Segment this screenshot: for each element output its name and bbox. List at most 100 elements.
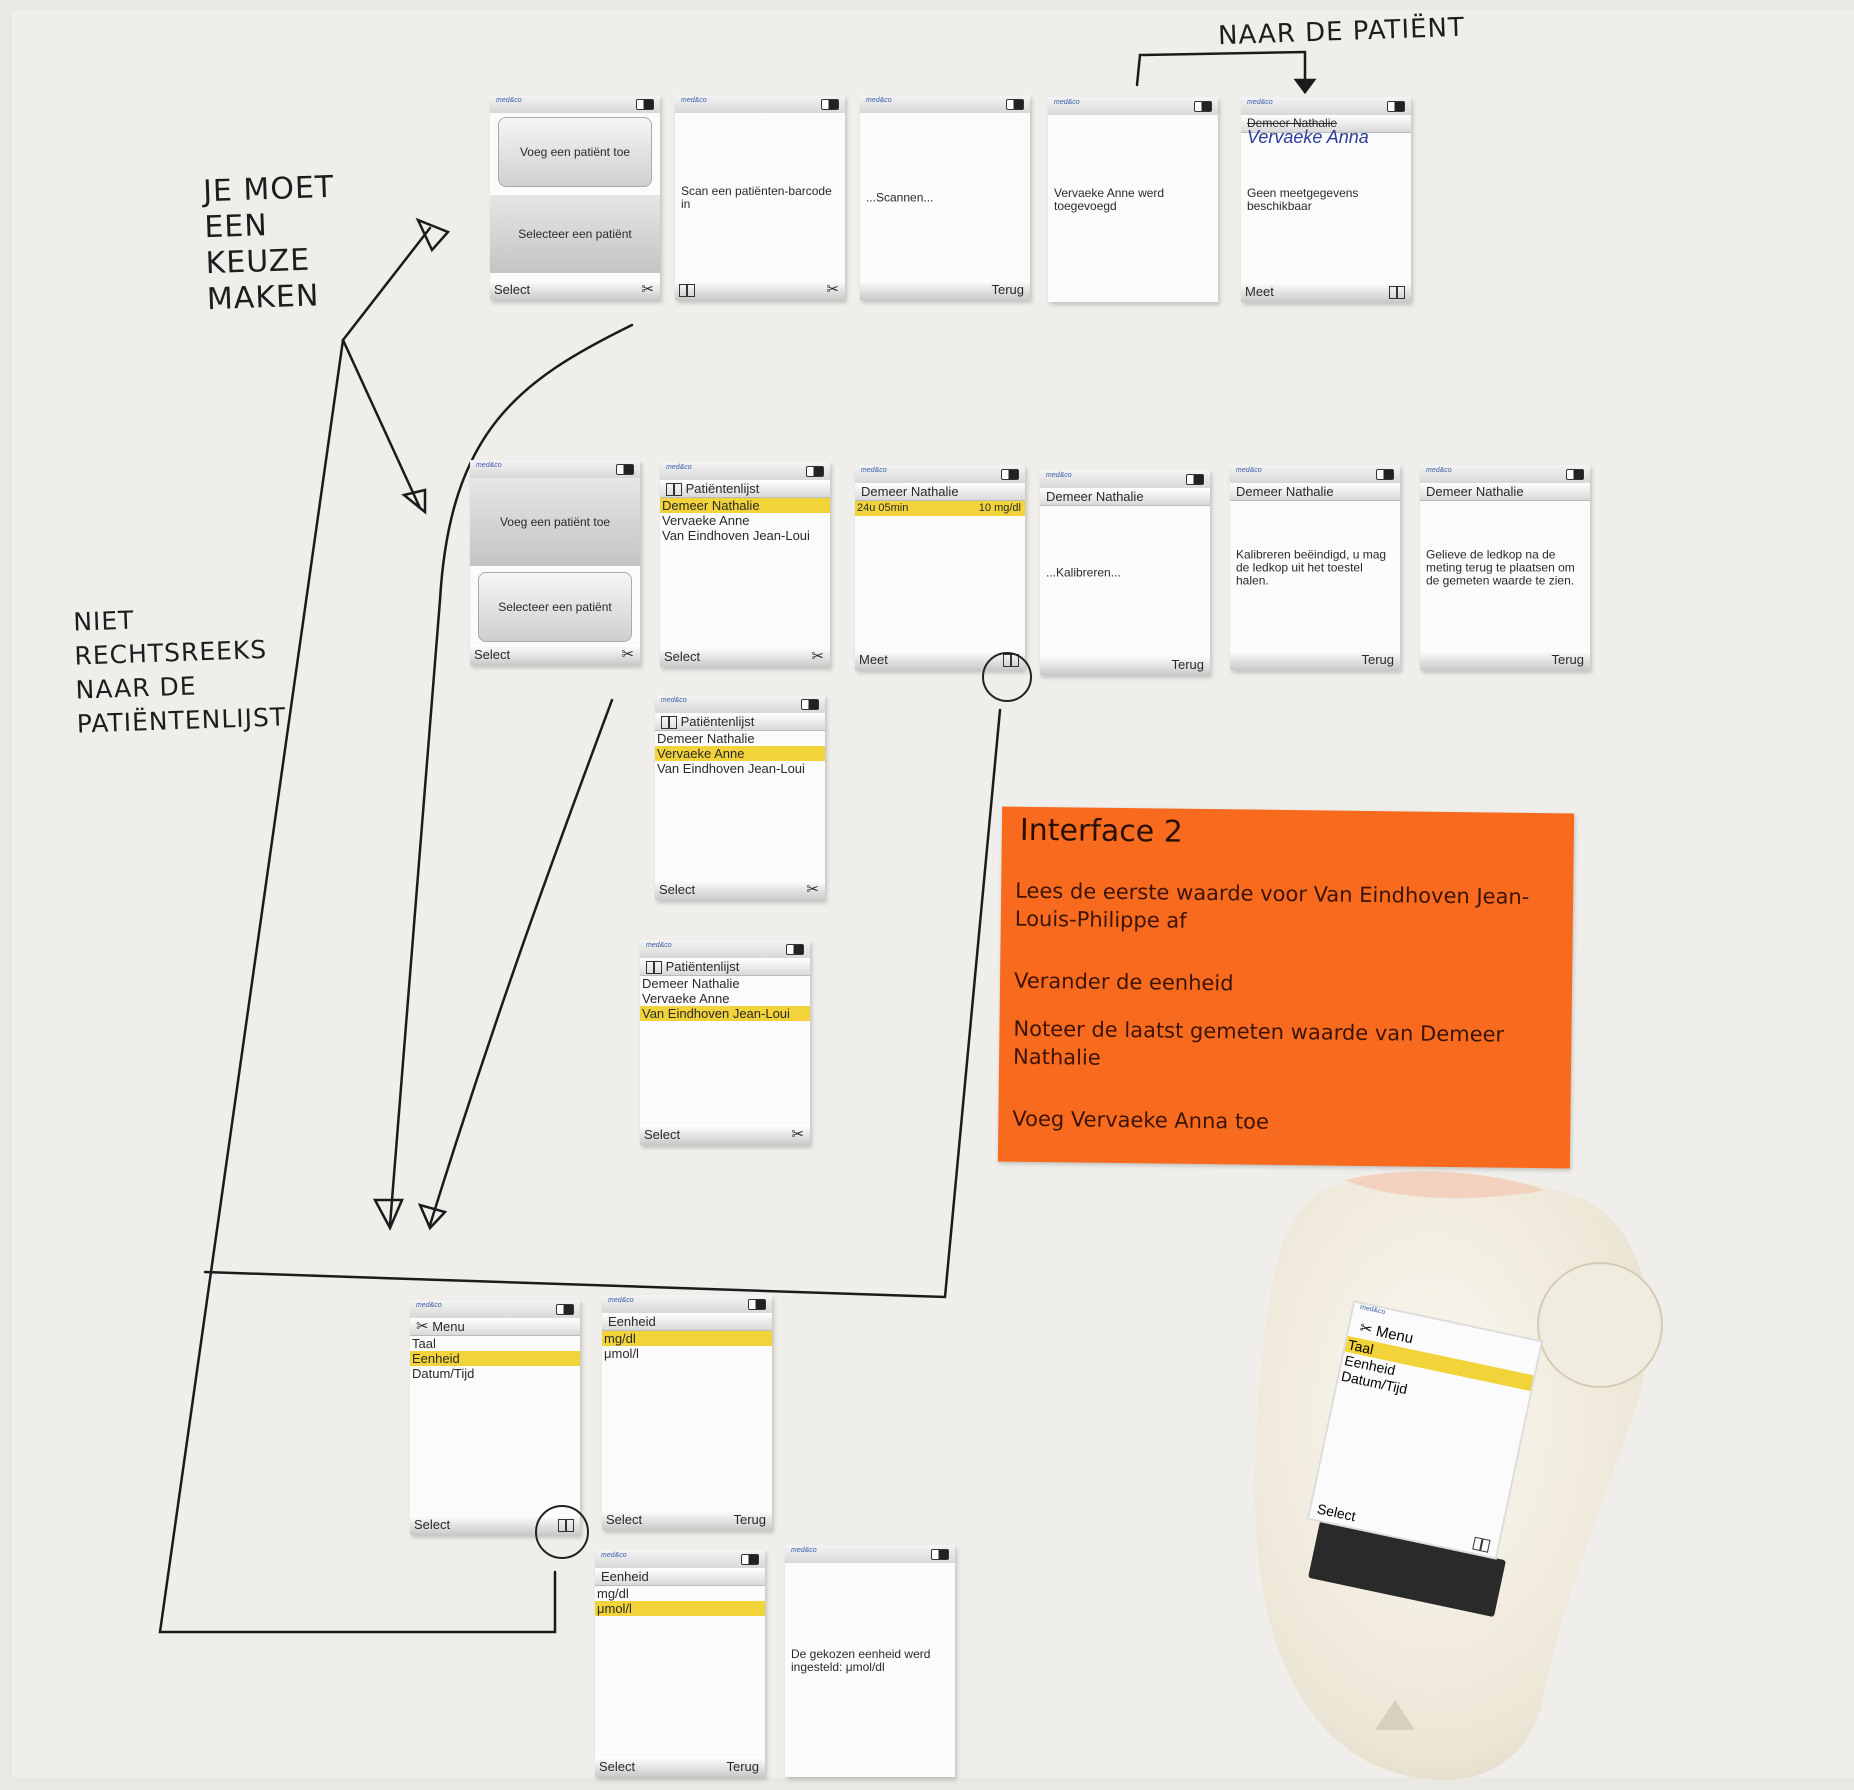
battery-icon bbox=[1387, 101, 1405, 112]
patient-added-message: Vervaeke Anne werd toegevoegd bbox=[1054, 185, 1165, 213]
scan-instruction: Scan een patiënten-barcode in bbox=[681, 183, 832, 211]
softkey-select[interactable]: Select bbox=[474, 647, 511, 662]
select-patient-button[interactable]: Selecteer een patiënt bbox=[490, 195, 660, 273]
battery-icon bbox=[556, 1304, 574, 1315]
annotation-je-moet-keuze-maken: JE MOET EEN KEUZE MAKEN bbox=[202, 169, 335, 318]
list-item[interactable]: Demeer Nathalie bbox=[660, 498, 830, 513]
menu-item-eenheid[interactable]: Eenheid bbox=[410, 1351, 580, 1366]
softkey-bar: Select ✂ bbox=[490, 280, 660, 300]
screen-unit-confirmed: med&co De gekozen eenheid werd ingesteld… bbox=[785, 1545, 955, 1777]
note-task-1: Lees de eerste waarde voor Van Eindhoven… bbox=[1014, 878, 1530, 933]
select-patient-button[interactable]: Selecteer een patiënt bbox=[478, 572, 632, 642]
tools-icon[interactable]: ✂ bbox=[811, 648, 824, 665]
softkey-select[interactable]: Select bbox=[664, 649, 701, 664]
battery-icon bbox=[616, 464, 634, 475]
book-icon bbox=[646, 961, 662, 975]
screen-patient-detail-empty: med&co Demeer Nathalie Vervaeke Anna Gee… bbox=[1241, 97, 1411, 302]
handwritten-correction: Vervaeke Anna bbox=[1247, 127, 1369, 147]
softkey-select[interactable]: Select bbox=[599, 1759, 636, 1774]
no-data-message: Geen meetgegevens beschikbaar bbox=[1247, 185, 1359, 213]
menu-item-taal[interactable]: Taal bbox=[412, 1336, 436, 1351]
menu-item-datum-tijd[interactable]: Datum/Tijd bbox=[412, 1366, 475, 1381]
battery-icon bbox=[931, 1549, 949, 1560]
screen-patient-list-1: med&co Patiëntenlijst Demeer Nathalie Ve… bbox=[660, 462, 830, 667]
list-item[interactable]: Vervaeke Anne bbox=[655, 746, 825, 761]
softkey-terug[interactable]: Terug bbox=[733, 1512, 766, 1527]
book-icon[interactable] bbox=[1472, 1536, 1491, 1553]
battery-icon bbox=[1194, 101, 1212, 112]
circled-book-mark bbox=[982, 652, 1032, 702]
tools-icon[interactable]: ✂ bbox=[621, 646, 634, 663]
calibration-done-message: Kalibreren beëindigd, u mag de ledkop ui… bbox=[1236, 547, 1387, 587]
softkey-select[interactable]: Select bbox=[606, 1512, 643, 1527]
battery-icon bbox=[1001, 469, 1019, 480]
calibrating-status: ...Kalibreren... bbox=[1046, 565, 1121, 579]
softkey-select[interactable]: Select bbox=[494, 282, 531, 297]
tools-icon: ✂ bbox=[1358, 1319, 1374, 1339]
add-patient-button[interactable]: Voeg een patiënt toe bbox=[470, 478, 640, 566]
add-patient-button[interactable]: Voeg een patiënt toe bbox=[498, 117, 652, 187]
unit-option-umol[interactable]: μmol/l bbox=[595, 1601, 765, 1616]
softkey-meet[interactable]: Meet bbox=[859, 652, 888, 667]
screen-patient-list-3: med&co Patiëntenlijst Demeer Nathalie Ve… bbox=[640, 940, 810, 1145]
screen-home-choice-2: med&co Voeg een patiënt toe Selecteer ee… bbox=[470, 460, 640, 665]
scanning-status: ...Scannen... bbox=[866, 190, 934, 204]
annotation-niet-rechtsreeks: NIET RECHTSREEKS NAAR DE PATIËNTENLIJST bbox=[72, 605, 287, 739]
battery-icon bbox=[801, 699, 819, 710]
tools-icon[interactable]: ✂ bbox=[641, 281, 654, 298]
list-item[interactable]: Demeer Nathalie bbox=[657, 731, 755, 746]
note-task-4: Voeg Vervaeke Anna toe bbox=[1012, 1106, 1270, 1134]
list-item[interactable]: Vervaeke Anne bbox=[642, 991, 730, 1006]
book-icon[interactable] bbox=[679, 284, 695, 298]
screen-home-choice-1: med&co Voeg een patiënt toe Selecteer ee… bbox=[490, 95, 660, 300]
list-item[interactable]: Van Eindhoven Jean-Loui bbox=[657, 761, 805, 776]
softkey-terug[interactable]: Terug bbox=[1171, 657, 1204, 672]
list-title: Patiëntenlijst bbox=[665, 959, 740, 974]
softkey-terug[interactable]: Terug bbox=[1361, 652, 1394, 667]
softkey-select[interactable]: Select bbox=[414, 1517, 451, 1532]
battery-icon bbox=[748, 1299, 766, 1310]
patient-name: Demeer Nathalie bbox=[1230, 483, 1400, 501]
softkey-terug[interactable]: Terug bbox=[991, 282, 1024, 297]
replace-ledkop-message: Gelieve de ledkop na de meting terug te … bbox=[1426, 547, 1575, 587]
list-item[interactable]: Van Eindhoven Jean-Loui bbox=[662, 528, 810, 543]
note-task-2: Verander de eenheid bbox=[1013, 968, 1234, 996]
tools-icon[interactable]: ✂ bbox=[791, 1126, 804, 1143]
softkey-meet[interactable]: Meet bbox=[1245, 284, 1274, 299]
unit-option-mgdl[interactable]: mg/dl bbox=[602, 1331, 772, 1346]
tools-icon: ✂ bbox=[416, 1318, 429, 1335]
battery-icon bbox=[741, 1554, 759, 1565]
book-icon bbox=[666, 483, 682, 497]
eenheid-title: Eenheid bbox=[602, 1313, 772, 1331]
battery-icon bbox=[1006, 99, 1024, 110]
circled-book-mark bbox=[535, 1505, 589, 1559]
battery-icon bbox=[821, 99, 839, 110]
task-note: Interface 2 Lees de eerste waarde voor V… bbox=[997, 806, 1575, 1169]
unit-option-umol[interactable]: μmol/l bbox=[604, 1346, 639, 1361]
softkey-select[interactable]: Select bbox=[659, 882, 696, 897]
note-title: Interface 2 bbox=[1019, 812, 1184, 850]
tools-icon[interactable]: ✂ bbox=[826, 281, 839, 298]
unit-confirmed-message: De gekozen eenheid werd ingesteld: μmol/… bbox=[791, 1647, 931, 1674]
tools-icon[interactable]: ✂ bbox=[806, 881, 819, 898]
list-item[interactable]: Demeer Nathalie bbox=[642, 976, 740, 991]
book-icon[interactable] bbox=[1389, 286, 1405, 300]
screen-scanning: med&co ...Scannen... Terug bbox=[860, 95, 1030, 300]
unit-option-mgdl[interactable]: mg/dl bbox=[597, 1586, 629, 1601]
softkey-terug[interactable]: Terug bbox=[726, 1759, 759, 1774]
status-bar: med&co bbox=[490, 95, 660, 113]
battery-icon bbox=[786, 944, 804, 955]
patient-name: Demeer Nathalie bbox=[1040, 488, 1210, 506]
patient-name: Demeer Nathalie bbox=[855, 483, 1025, 501]
patient-name: Demeer Nathalie bbox=[1420, 483, 1590, 501]
patient-name-crossed: Demeer Nathalie bbox=[1241, 115, 1411, 133]
list-item[interactable]: Van Eindhoven Jean-Loui bbox=[640, 1006, 810, 1021]
battery-icon bbox=[1376, 469, 1394, 480]
list-title: Patiëntenlijst bbox=[685, 481, 760, 496]
book-icon bbox=[661, 716, 677, 730]
list-item[interactable]: Vervaeke Anne bbox=[662, 513, 750, 528]
softkey-terug[interactable]: Terug bbox=[1551, 652, 1584, 667]
softkey-select[interactable]: Select bbox=[644, 1127, 681, 1142]
